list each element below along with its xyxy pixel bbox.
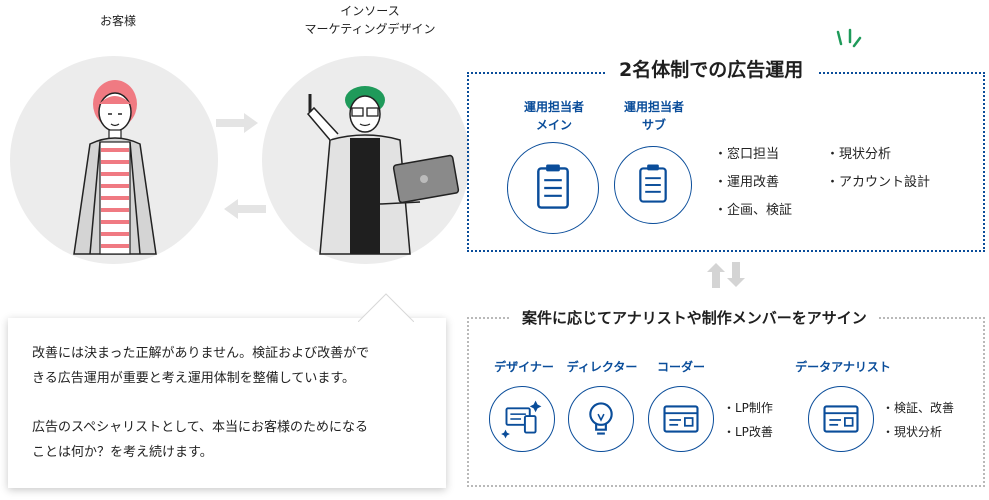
message-para2-line1: 広告のスペシャリストとして、本当にお客様のためになる bbox=[32, 415, 368, 440]
role-main-label: 運用担当者 メイン bbox=[508, 98, 600, 134]
task-item: ・LP改善 bbox=[723, 420, 773, 444]
operation-tasks-col1: ・窓口担当 ・運用改善 ・企画、検証 bbox=[714, 141, 792, 225]
task-item: ・窓口担当 bbox=[714, 141, 792, 169]
coder-circle bbox=[648, 386, 714, 452]
analyst-label: データアナリスト bbox=[788, 358, 898, 376]
director-circle bbox=[568, 386, 634, 452]
task-item: ・検証、改善 bbox=[882, 396, 954, 420]
browser-window-icon bbox=[649, 387, 713, 451]
director-label: ディレクター bbox=[562, 358, 642, 376]
clipboard-icon bbox=[615, 147, 691, 223]
role-sub-line1: 運用担当者 bbox=[608, 98, 700, 116]
sparkle-icon bbox=[832, 28, 864, 56]
design-devices-icon bbox=[490, 387, 554, 451]
client-label: お客様 bbox=[88, 12, 148, 30]
speech-pointer bbox=[358, 292, 414, 322]
task-item: ・企画、検証 bbox=[714, 197, 792, 225]
browser-window-icon bbox=[809, 387, 873, 451]
up-down-arrows-icon bbox=[706, 262, 746, 288]
analyst-tasks: ・検証、改善 ・現状分析 bbox=[882, 396, 954, 444]
agency-illustration bbox=[300, 74, 470, 264]
task-item: ・現状分析 bbox=[882, 420, 954, 444]
task-item: ・LP制作 bbox=[723, 396, 773, 420]
analyst-circle bbox=[808, 386, 874, 452]
designer-label: デザイナー bbox=[486, 358, 562, 376]
role-main-line1: 運用担当者 bbox=[508, 98, 600, 116]
coder-label: コーダー bbox=[646, 358, 716, 376]
agency-label-line2: マーケティングデザイン bbox=[285, 20, 455, 38]
arrow-right-icon bbox=[214, 112, 260, 134]
operation-title: 2名体制での広告運用 bbox=[605, 55, 817, 82]
designer-circle bbox=[489, 386, 555, 452]
assign-title: 案件に応じてアナリストや制作メンバーをアサイン bbox=[510, 307, 879, 328]
task-item: ・運用改善 bbox=[714, 169, 792, 197]
clipboard-main-circle bbox=[507, 142, 599, 234]
message-para2-line2: ことは何か？を考え続けます。 bbox=[32, 440, 213, 465]
role-sub-label: 運用担当者 サブ bbox=[608, 98, 700, 134]
client-illustration bbox=[60, 74, 170, 264]
message-para1-line1: 改善には決まった正解がありません。検証および改善がで bbox=[32, 341, 369, 366]
message-card: 改善には決まった正解がありません。検証および改善がで きる広告運用が重要と考え運… bbox=[8, 318, 446, 488]
arrow-left-icon bbox=[222, 198, 268, 220]
production-tasks: ・LP制作 ・LP改善 bbox=[723, 396, 773, 444]
task-item: ・アカウント設計 bbox=[826, 169, 930, 197]
agency-label: インソース マーケティングデザイン bbox=[285, 2, 455, 38]
lightbulb-icon bbox=[569, 387, 633, 451]
task-item: ・現状分析 bbox=[826, 141, 930, 169]
operation-tasks-col2: ・現状分析 ・アカウント設計 bbox=[826, 141, 930, 197]
agency-label-line1: インソース bbox=[285, 2, 455, 20]
role-main-line2: メイン bbox=[508, 116, 600, 134]
role-sub-line2: サブ bbox=[608, 116, 700, 134]
clipboard-icon bbox=[508, 143, 598, 233]
message-para1-line2: きる広告運用が重要と考え運用体制を整備しています。 bbox=[32, 366, 355, 391]
clipboard-sub-circle bbox=[614, 146, 692, 224]
